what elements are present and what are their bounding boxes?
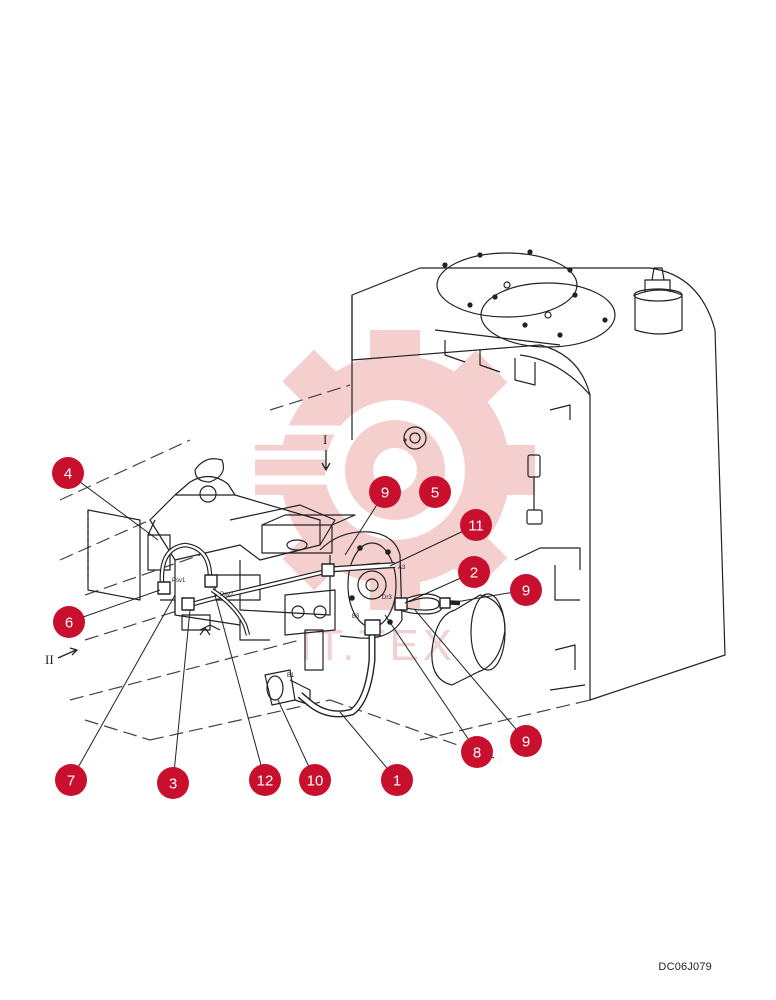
machine-line-drawing bbox=[57, 249, 726, 761]
port-label-b3: B3 bbox=[352, 614, 360, 620]
hose-fittings bbox=[157, 563, 451, 636]
svg-text:9: 9 bbox=[381, 485, 389, 502]
filter-cylinder bbox=[431, 593, 506, 686]
callout-7[interactable]: 7 bbox=[55, 764, 87, 796]
callout-11[interactable]: 11 bbox=[460, 509, 492, 541]
port-label-dr3: Dr3 bbox=[382, 595, 392, 601]
section-marker: I bbox=[323, 432, 327, 447]
callout-5[interactable]: 5 bbox=[419, 476, 451, 508]
callouts: 4 9 5 11 2 9 6 9 bbox=[52, 457, 542, 799]
svg-text:10: 10 bbox=[307, 773, 324, 790]
hydraulic-tank bbox=[351, 249, 726, 701]
port-label-a3: A3 bbox=[398, 565, 406, 571]
svg-text:9: 9 bbox=[522, 583, 530, 600]
port-labels: Psv1 Psv2 A3 Dr3 B1 B3 bbox=[172, 565, 406, 679]
reference-code: DC06J079 bbox=[658, 961, 712, 973]
section-arrow-down bbox=[321, 450, 331, 471]
svg-text:12: 12 bbox=[257, 773, 274, 790]
svg-text:11: 11 bbox=[468, 518, 484, 535]
callout-9-bottom[interactable]: 9 bbox=[510, 725, 542, 757]
section-arrow-right bbox=[57, 647, 78, 659]
callout-12[interactable]: 12 bbox=[249, 764, 281, 796]
svg-text:7: 7 bbox=[67, 773, 75, 790]
leader-lines bbox=[67, 472, 527, 784]
callout-8[interactable]: 8 bbox=[461, 736, 493, 768]
callout-3[interactable]: 3 bbox=[157, 767, 189, 799]
callout-9-right[interactable]: 9 bbox=[510, 574, 542, 606]
svg-text:4: 4 bbox=[64, 466, 72, 483]
svg-text:1: 1 bbox=[393, 773, 401, 790]
view-caret bbox=[199, 627, 211, 636]
svg-text:5: 5 bbox=[431, 485, 439, 502]
callout-2[interactable]: 2 bbox=[458, 556, 490, 588]
hoses bbox=[159, 542, 461, 718]
port-label-psv2: Psv2 bbox=[220, 592, 234, 598]
svg-text:3: 3 bbox=[169, 776, 177, 793]
callout-6[interactable]: 6 bbox=[53, 606, 85, 638]
callout-1[interactable]: 1 bbox=[381, 764, 413, 796]
elbow-fitting bbox=[264, 669, 311, 706]
callout-10[interactable]: 10 bbox=[299, 764, 331, 796]
pump-assembly bbox=[87, 438, 407, 671]
port-label-psv1: Psv1 bbox=[172, 578, 186, 584]
callout-9-top[interactable]: 9 bbox=[369, 476, 401, 508]
callout-4[interactable]: 4 bbox=[52, 457, 84, 489]
svg-text:6: 6 bbox=[65, 615, 73, 632]
port-label-b1: B1 bbox=[287, 673, 295, 679]
svg-text:8: 8 bbox=[473, 745, 481, 762]
svg-text:2: 2 bbox=[470, 565, 478, 582]
svg-text:9: 9 bbox=[522, 734, 530, 751]
section-marker-arrow: II bbox=[45, 652, 54, 667]
